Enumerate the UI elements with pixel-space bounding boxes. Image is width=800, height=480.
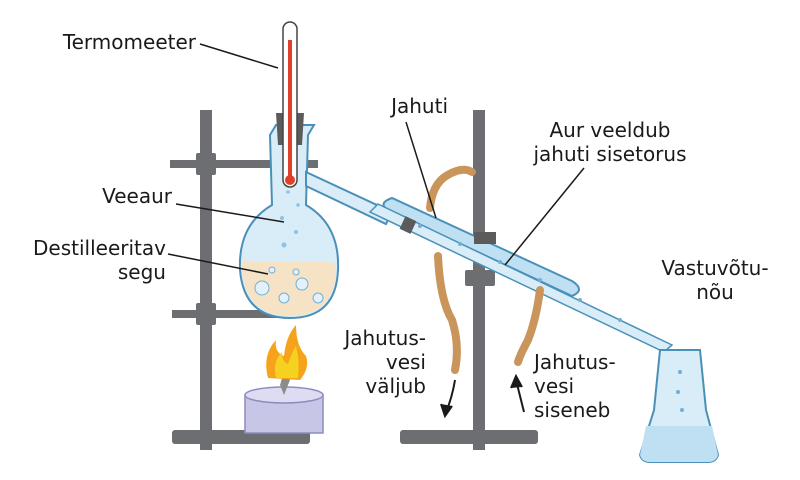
label-water-in-line-2: vesi (534, 374, 575, 398)
label-condenser: Jahuti (391, 94, 448, 118)
cooling-hoses (426, 165, 544, 374)
condenser (368, 196, 674, 353)
flame (266, 325, 308, 380)
flow-arrows (440, 373, 525, 419)
label-water-in-line-3: siseneb (534, 398, 611, 422)
label-water-out-line-3: väljub (365, 374, 426, 398)
hose-outlet (434, 252, 461, 374)
hose-top (426, 165, 476, 212)
receiving-flask (638, 349, 720, 463)
label-receiver: Vastuvõtu- nõu (640, 256, 790, 304)
label-receiver-line-2: nõu (696, 280, 734, 304)
label-water-out-line-2: vesi (385, 350, 426, 374)
label-vapor-condenses-line-2: jahuti sisetorus (533, 142, 687, 166)
label-water-vapor: Veeaur (102, 184, 172, 208)
label-water-in-line-1: Jahutus- (534, 350, 616, 374)
round-flask (238, 124, 394, 320)
leader-lines (167, 43, 585, 275)
label-receiver-line-1: Vastuvõtu- (661, 256, 769, 280)
label-water-out: Jahutus- vesi väljub (320, 326, 426, 398)
label-mixture-line-2: segu (117, 260, 166, 284)
label-vapor-condenses: Aur veeldub jahuti sisetorus (510, 118, 710, 166)
right-stand (400, 110, 538, 450)
label-thermometer: Termomeeter (62, 30, 196, 54)
label-mixture-line-1: Destilleeritav (33, 236, 166, 260)
label-water-out-line-1: Jahutus- (344, 326, 426, 350)
burner (244, 372, 324, 434)
label-water-in: Jahutus- vesi siseneb (534, 350, 654, 422)
thermometer (282, 21, 298, 188)
label-mixture: Destilleeritav segu (4, 236, 166, 284)
label-vapor-condenses-line-1: Aur veeldub (549, 118, 671, 142)
hose-inlet (514, 286, 544, 366)
